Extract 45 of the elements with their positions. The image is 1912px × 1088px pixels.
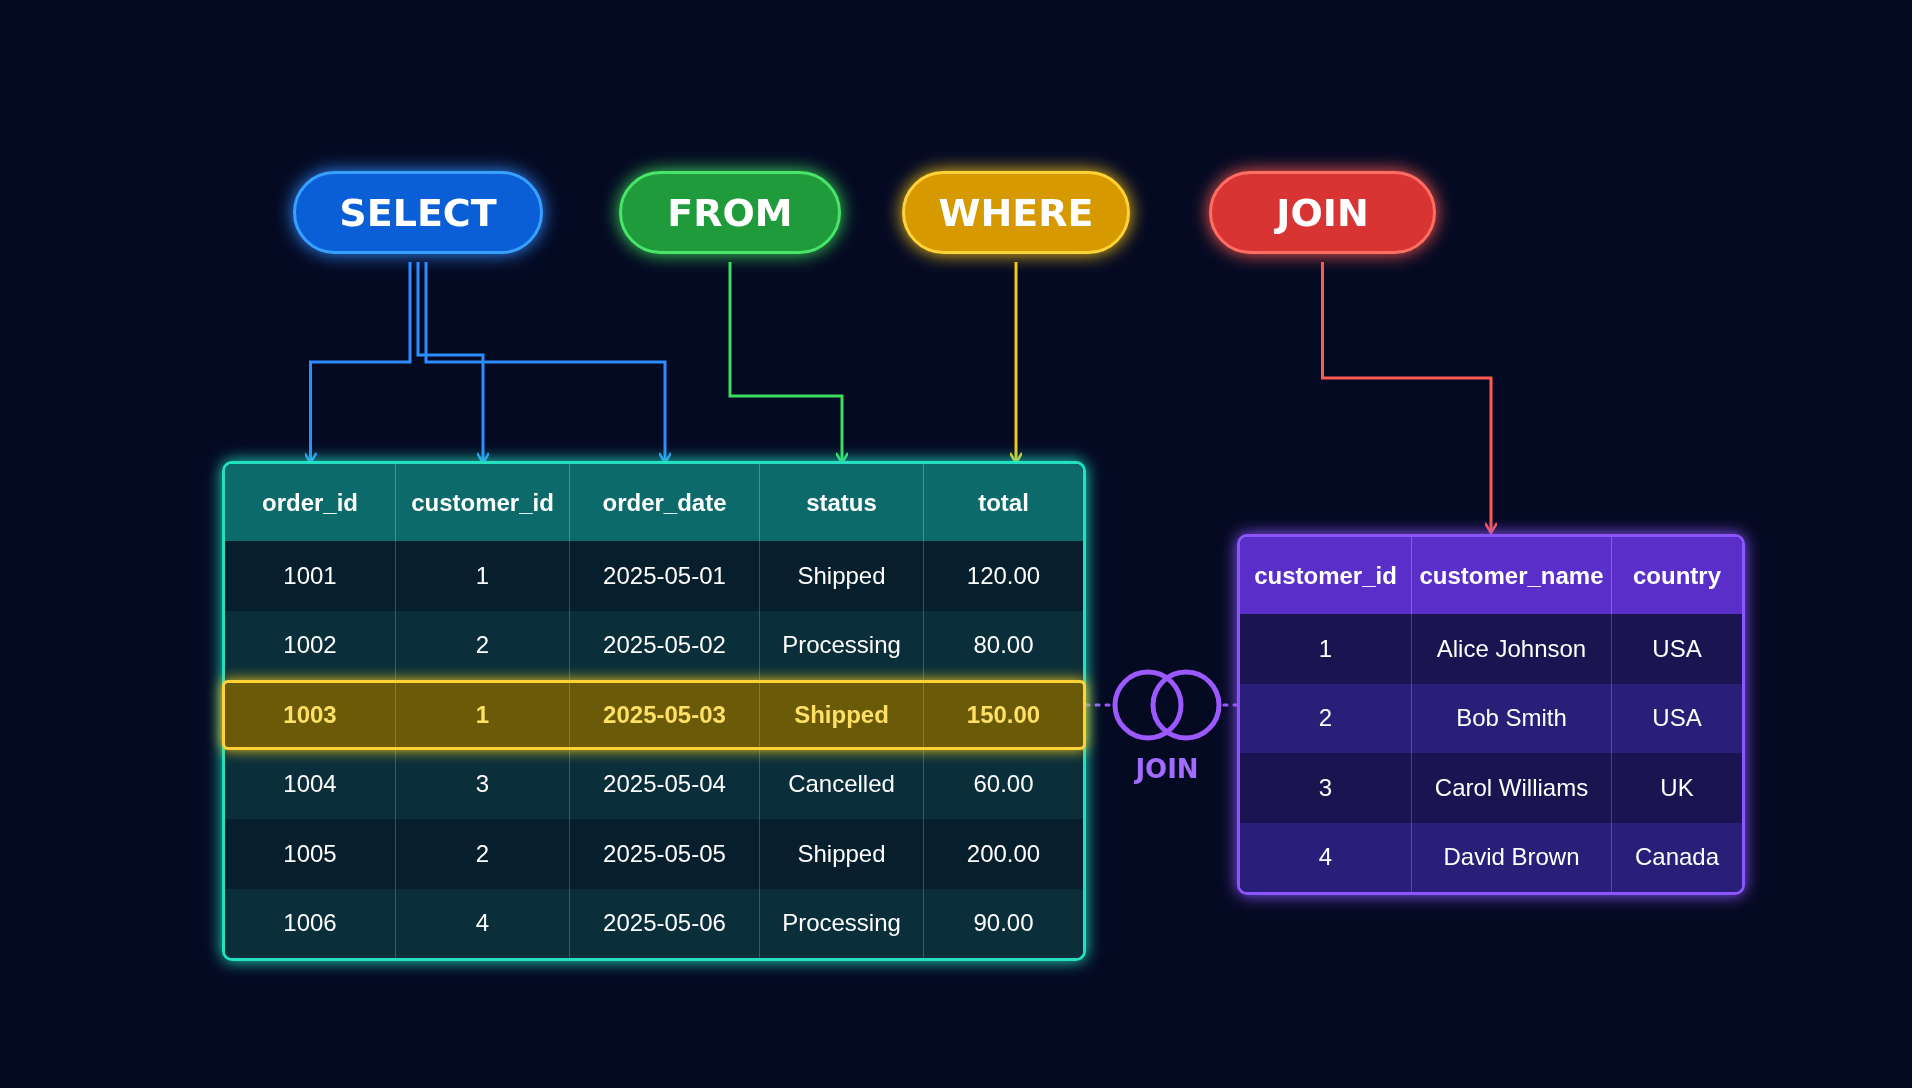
table-cell: Processing	[760, 888, 924, 958]
column-header: order_date	[570, 464, 760, 541]
table-cell: Processing	[760, 610, 924, 680]
keyword-pill: WHERE	[902, 171, 1130, 254]
table-cell: 1	[1240, 614, 1412, 684]
column-header: customer_name	[1412, 537, 1612, 614]
table-cell: 2	[396, 610, 570, 680]
table-cell: 90.00	[924, 888, 1083, 958]
column-header: total	[924, 464, 1083, 541]
table-cell: 3	[396, 749, 570, 819]
column-header: customer_id	[1240, 537, 1412, 614]
column-header: status	[760, 464, 924, 541]
column-header: customer_id	[396, 464, 570, 541]
dotted-connector	[1222, 703, 1239, 707]
table-cell: Bob Smith	[1412, 683, 1612, 753]
table-cell: 1003	[225, 680, 396, 750]
keyword-pill: FROM	[619, 171, 841, 254]
table-cell: 2025-05-06	[570, 888, 760, 958]
table-cell: 3	[1240, 753, 1412, 823]
keyword-pill: SELECT	[293, 171, 543, 254]
table-cell: 1005	[225, 819, 396, 889]
column-header: country	[1612, 537, 1742, 614]
data-table	[1237, 534, 1745, 895]
arrow	[1321, 262, 1499, 535]
keyword-pill: JOIN	[1209, 171, 1436, 254]
dotted-connector	[1084, 703, 1112, 707]
table-cell: 150.00	[924, 680, 1083, 750]
table-cell: 80.00	[924, 610, 1083, 680]
table-cell: 2025-05-04	[570, 749, 760, 819]
table-cell: David Brown	[1412, 822, 1612, 892]
node-label: JOIN	[1133, 754, 1200, 784]
data-table	[222, 461, 1086, 961]
table-cell: Cancelled	[760, 749, 924, 819]
table-cell: 1002	[225, 610, 396, 680]
table-cell: Canada	[1612, 822, 1742, 892]
table-cell: 2	[1240, 683, 1412, 753]
table-cell: 60.00	[924, 749, 1083, 819]
table-cell: 4	[396, 888, 570, 958]
table-cell: 1004	[225, 749, 396, 819]
table-cell: 1006	[225, 888, 396, 958]
column-header: order_id	[225, 464, 396, 541]
table-cell: USA	[1612, 683, 1742, 753]
table-cell: 2025-05-02	[570, 610, 760, 680]
table-cell: 1001	[225, 541, 396, 611]
table-cell: 4	[1240, 822, 1412, 892]
